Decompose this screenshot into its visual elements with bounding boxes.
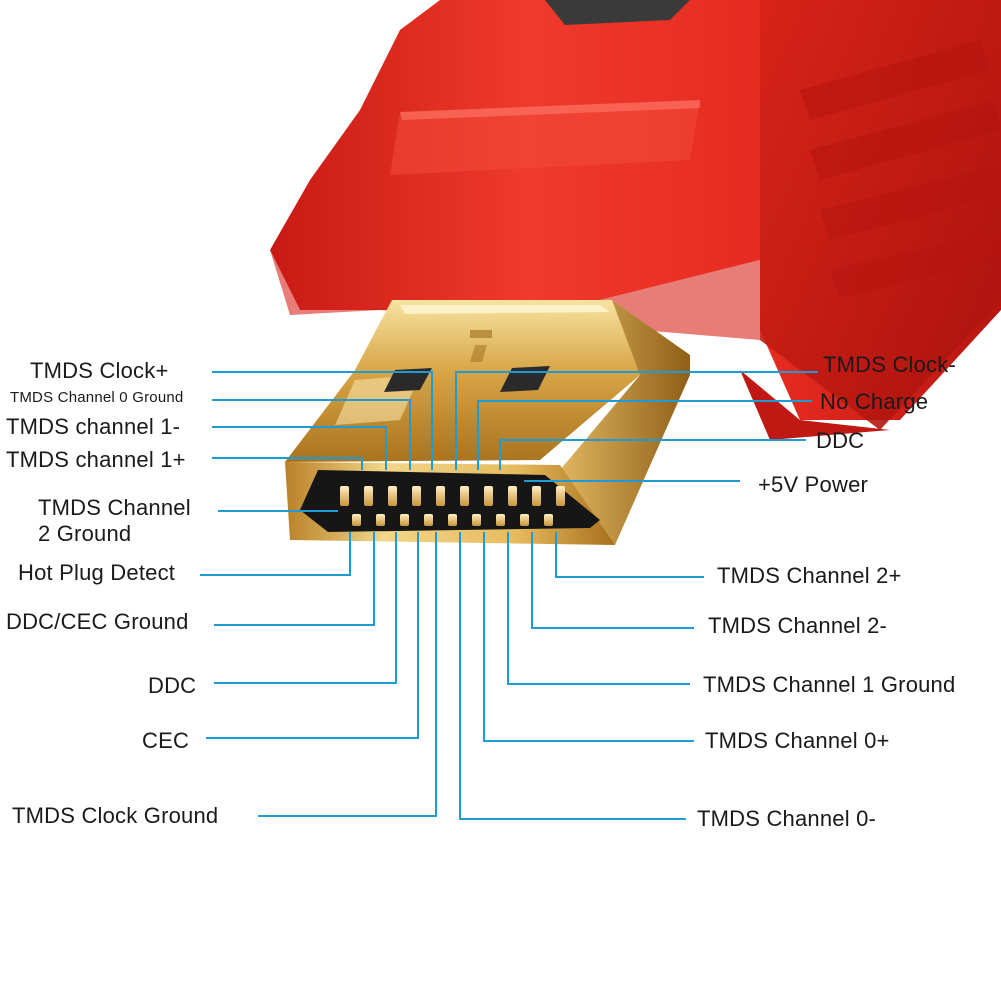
- top-pin-1: [340, 486, 349, 506]
- leader-tmds-channel-0-plus: [483, 532, 694, 742]
- bottom-pin-1: [352, 514, 361, 526]
- contact-pins: [340, 486, 565, 526]
- top-pin-9: [532, 486, 541, 506]
- bottom-pin-7: [496, 514, 505, 526]
- label-tmds-clock-minus: TMDS Clock-: [823, 352, 956, 377]
- leader-tmds-channel-0-minus: [459, 532, 686, 820]
- label-tmds-channel-2-plus: TMDS Channel 2+: [717, 563, 902, 588]
- label-tmds-channel-2-minus: TMDS Channel 2-: [708, 613, 888, 638]
- leader-no-charge: [477, 400, 812, 470]
- label-ddc-left: DDC: [148, 673, 197, 698]
- label-no-charge: No Charge: [820, 389, 929, 414]
- leader-ddc-right: [499, 439, 806, 470]
- bottom-pin-4: [424, 514, 433, 526]
- bottom-pin-5: [448, 514, 457, 526]
- label-tmds-channel-2-ground-line2: 2 Ground: [38, 521, 132, 546]
- leader-tmds-channel-2-plus: [555, 532, 704, 578]
- leader-tmds-clock-minus: [455, 371, 818, 470]
- label-tmds-channel-2-ground-line1: TMDS Channel: [38, 495, 191, 520]
- bottom-pin-8: [520, 514, 529, 526]
- top-pin-6: [460, 486, 469, 506]
- leader-tmds-channel-2-minus: [531, 532, 694, 629]
- leader-lines: [200, 371, 818, 820]
- top-pin-2: [364, 486, 373, 506]
- leader-tmds-channel-1-plus: [212, 457, 363, 470]
- label-tmds-clock-plus: TMDS Clock+: [30, 358, 169, 383]
- leader-ddc-left: [214, 532, 397, 684]
- leader-tmds-channel-1-minus: [212, 426, 387, 470]
- label-tmds-channel-1-ground: TMDS Channel 1 Ground: [703, 672, 956, 697]
- top-pin-7: [484, 486, 493, 506]
- bottom-pin-9: [544, 514, 553, 526]
- top-pin-4: [412, 486, 421, 506]
- bottom-pin-3: [400, 514, 409, 526]
- label-ddc-cec-ground: DDC/CEC Ground: [6, 609, 189, 634]
- leader-tmds-clock-plus: [212, 371, 433, 470]
- label-tmds-clock-ground: TMDS Clock Ground: [12, 803, 219, 828]
- leader-tmds-clock-ground: [258, 532, 437, 817]
- leader-cec: [206, 532, 419, 739]
- label-cec: CEC: [142, 728, 190, 753]
- bottom-pin-2: [376, 514, 385, 526]
- leader-tmds-channel-0-ground: [212, 399, 411, 470]
- label-tmds-channel-1-plus: TMDS channel 1+: [6, 447, 186, 472]
- top-pin-10: [556, 486, 565, 506]
- label-tmds-channel-1-minus: TMDS channel 1-: [6, 414, 181, 439]
- label-tmds-channel-0-plus: TMDS Channel 0+: [705, 728, 890, 753]
- gold-shell: [285, 300, 690, 545]
- top-pin-3: [388, 486, 397, 506]
- label-tmds-channel-0-ground: TMDS Channel 0 Ground: [10, 389, 184, 406]
- top-pin-8: [508, 486, 517, 506]
- bottom-pin-6: [472, 514, 481, 526]
- leader-hot-plug-detect: [200, 532, 351, 576]
- top-pin-5: [436, 486, 445, 506]
- label-ddc-right: DDC: [816, 428, 865, 453]
- leader-tmds-channel-1-ground: [507, 532, 690, 685]
- label-tmds-channel-0-minus: TMDS Channel 0-: [697, 806, 877, 831]
- plug-body: [270, 0, 1001, 440]
- label-hot-plug-detect: Hot Plug Detect: [18, 560, 176, 585]
- label-plus-5v-power: +5V Power: [758, 472, 869, 497]
- leader-ddc-cec-ground: [214, 532, 375, 626]
